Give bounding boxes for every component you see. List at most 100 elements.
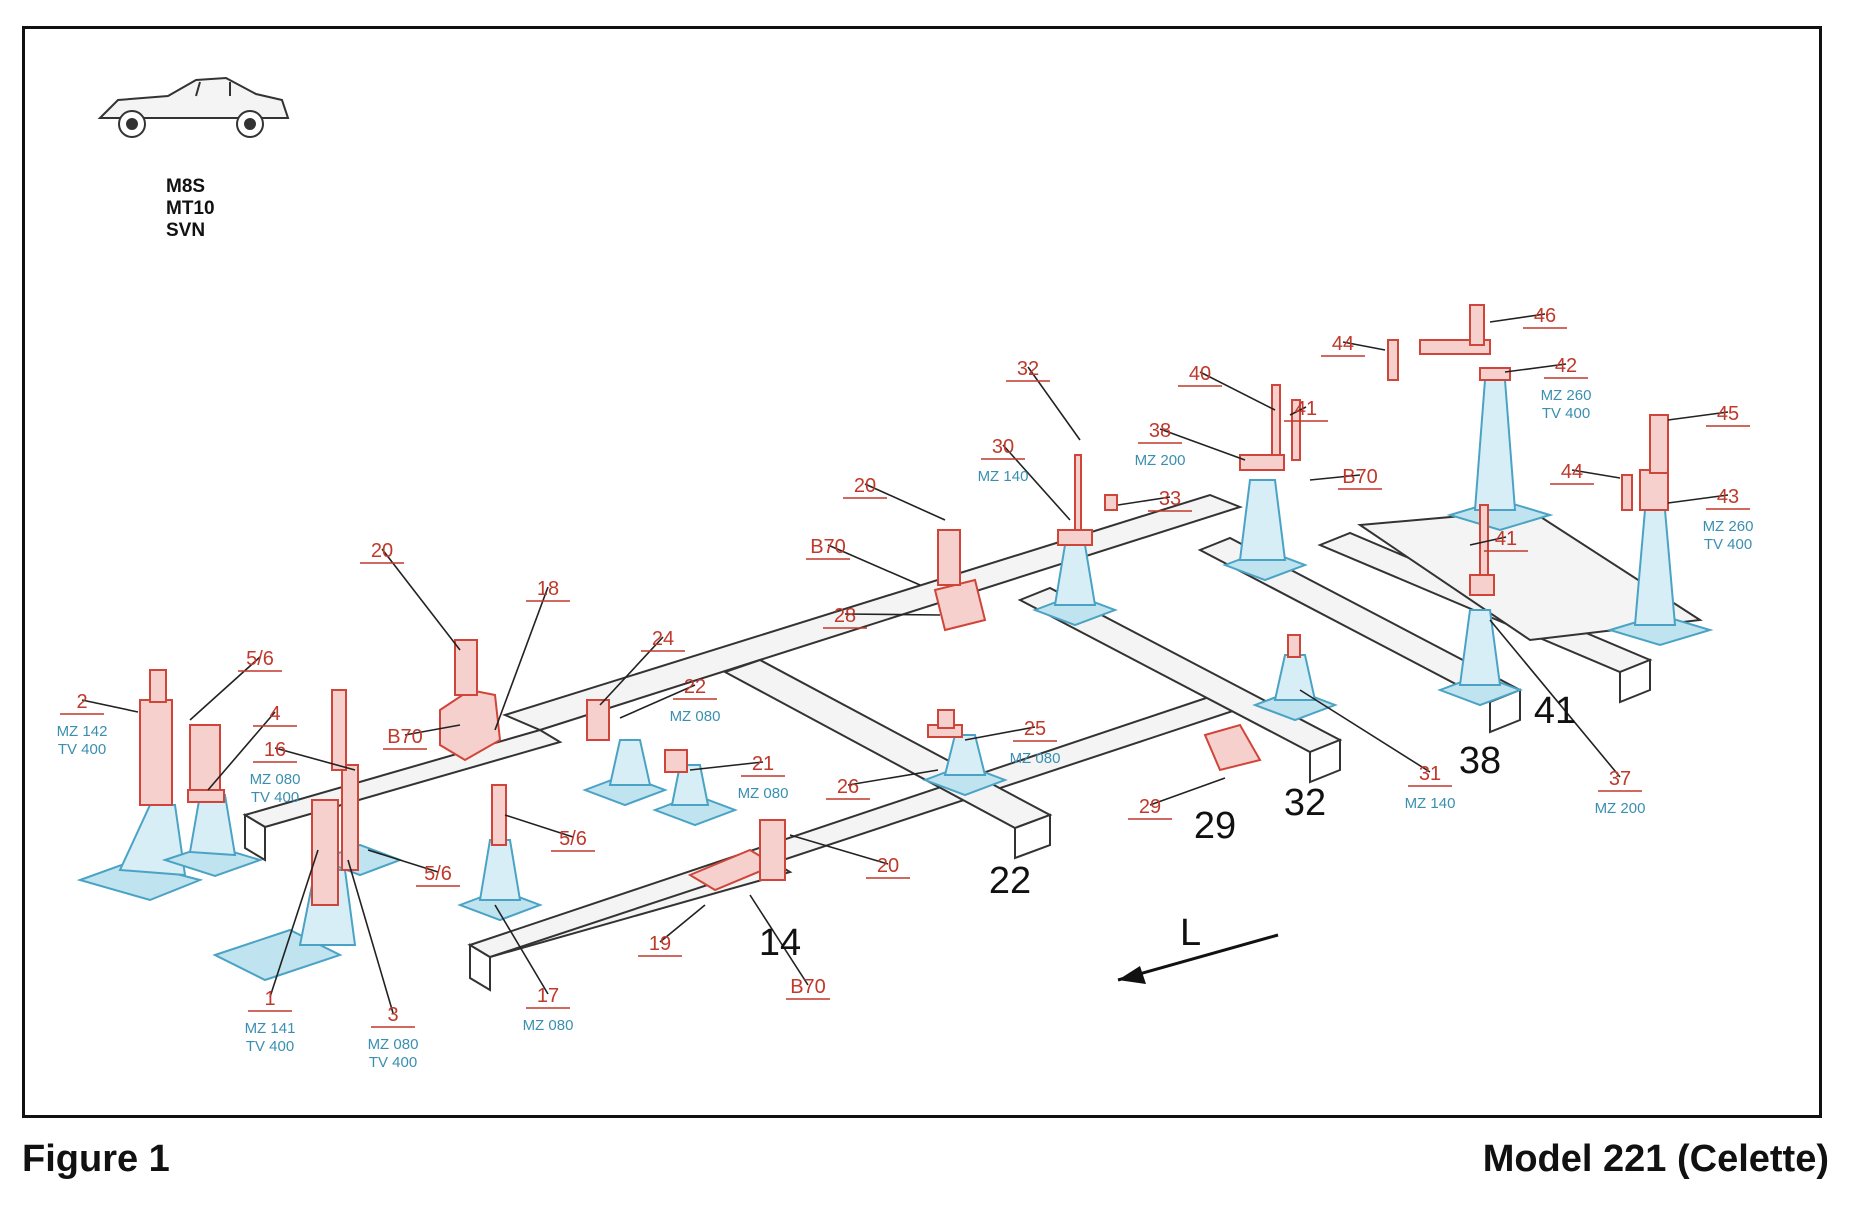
callout-label: 30 [992,436,1014,458]
leader-line [1469,536,1507,546]
callout-spec: MZ 142 [57,723,108,740]
callout-25: 25 MZ 080 [964,718,1061,767]
callout-label: 5/6 [424,863,452,885]
callout-spec: MZ 080 [523,1017,574,1034]
callout-label: 29 [1139,796,1161,818]
callout-spec: MZ 140 [1405,795,1456,812]
leader-line [504,814,574,838]
callout-spec: MZ 080 [1010,750,1061,767]
callout-B70: B70 [383,724,461,750]
callout-label: B70 [387,726,423,748]
callout-20: 20 [843,475,946,521]
leader-line [659,904,706,943]
callout-label: 43 [1717,486,1739,508]
callout-label: 46 [1534,305,1556,327]
station-number-29: 29 [1194,805,1236,847]
callout-17: 17 MZ 080 [494,904,574,1034]
callout-label: 45 [1717,403,1739,425]
callout-label: 33 [1159,488,1181,510]
callout-label: B70 [1342,466,1378,488]
callout-label: 42 [1555,355,1577,377]
leader-line [1489,619,1621,778]
leader-line [599,636,664,706]
callout-19: 19 [638,904,706,957]
callout-38: 38 MZ 200 [1135,420,1246,469]
callout-spec: MZ 200 [1135,452,1186,469]
callout-label: 28 [834,605,856,627]
callout-21: 21 MZ 080 [689,753,789,802]
leader-line [1149,777,1226,806]
callout-label: 20 [854,475,876,497]
callout-29: 29 [1128,777,1226,820]
leader-line [1027,366,1081,441]
callout-32: 32 [1006,358,1081,441]
callout-44: 44 [1321,333,1386,357]
leader-line [269,849,319,998]
callout-18: 18 [494,578,570,731]
vehicle-code: M8S [166,176,205,197]
callout-spec: TV 400 [1704,536,1752,553]
callout-label: 25 [1024,718,1046,740]
leader-line [1159,428,1246,461]
callout-label: 37 [1609,768,1631,790]
jig-heads [139,304,1669,906]
callout-spec: TV 400 [246,1038,294,1055]
car-icon [97,76,290,138]
callout-4: 4 [207,703,297,791]
callout-label: 38 [1149,420,1171,442]
callout-label: 21 [752,753,774,775]
callout-46: 46 [1489,305,1567,329]
leader-line [81,699,139,713]
callout-20: 20 [360,540,461,651]
callout-B70: B70 [1309,466,1382,490]
callout-label: 40 [1189,363,1211,385]
station-number-14: 14 [759,922,801,964]
crossbeam-22 [722,658,1053,830]
leader-line [404,724,461,736]
leader-line [494,586,549,731]
callout-label: 17 [537,985,559,1007]
callout-spec: TV 400 [251,789,299,806]
rail-main-long [502,493,1243,732]
leader-line [1299,689,1431,773]
callout-5/6: 5/6 [189,648,282,721]
vehicle-code: SVN [166,220,205,241]
direction-label: L [1180,912,1201,954]
direction-arrow: L [1117,912,1279,984]
leader-line [864,483,946,521]
leader-line [1199,371,1276,411]
callout-44: 44 [1550,461,1621,485]
callout-33: 33 [1117,488,1192,512]
leader-line [619,684,696,719]
callout-label: 24 [652,628,674,650]
leader-line [749,894,809,986]
callout-45: 45 [1667,403,1750,427]
callout-label: 32 [1017,358,1039,380]
callout-spec: MZ 080 [738,785,789,802]
leader-line [274,747,356,771]
leader-line [207,711,276,791]
callout-spec: MZ 141 [245,1020,296,1037]
callout-label: 5/6 [246,648,274,670]
leader-line [827,544,921,586]
station-number-38: 38 [1459,740,1501,782]
callout-label: 18 [537,578,559,600]
leader-line [1309,474,1361,481]
leader-line [1489,313,1546,323]
leader-line [1667,411,1729,421]
callout-spec: MZ 080 [670,708,721,725]
callout-5/6: 5/6 [367,849,460,887]
callout-label: 1 [264,988,275,1010]
model-caption: Model 221 (Celette) [1482,1138,1829,1180]
leader-line [964,726,1036,741]
leader-line [347,859,394,1014]
